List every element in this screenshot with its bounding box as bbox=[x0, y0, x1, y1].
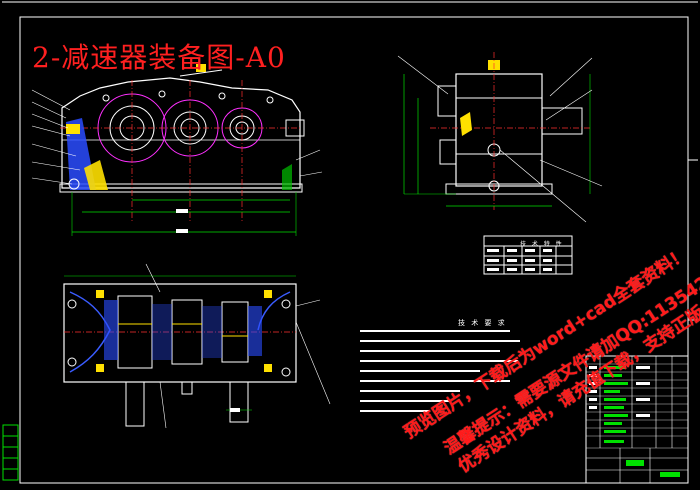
tech-table-heading: 技 术 特 性 bbox=[520, 241, 564, 248]
drawing-frame bbox=[19, 16, 689, 484]
left-margin-block bbox=[2, 424, 19, 481]
tech-characteristics-table bbox=[483, 235, 573, 275]
tech-requirements-block bbox=[360, 330, 520, 412]
drawing-title: 2-减速器装备图-A0 bbox=[32, 41, 286, 74]
front-view bbox=[31, 64, 323, 236]
tech-requirements-heading: 技 术 要 求 bbox=[458, 319, 507, 327]
plan-view bbox=[63, 263, 331, 429]
side-view bbox=[397, 52, 603, 223]
parts-list-title-block bbox=[585, 355, 689, 484]
